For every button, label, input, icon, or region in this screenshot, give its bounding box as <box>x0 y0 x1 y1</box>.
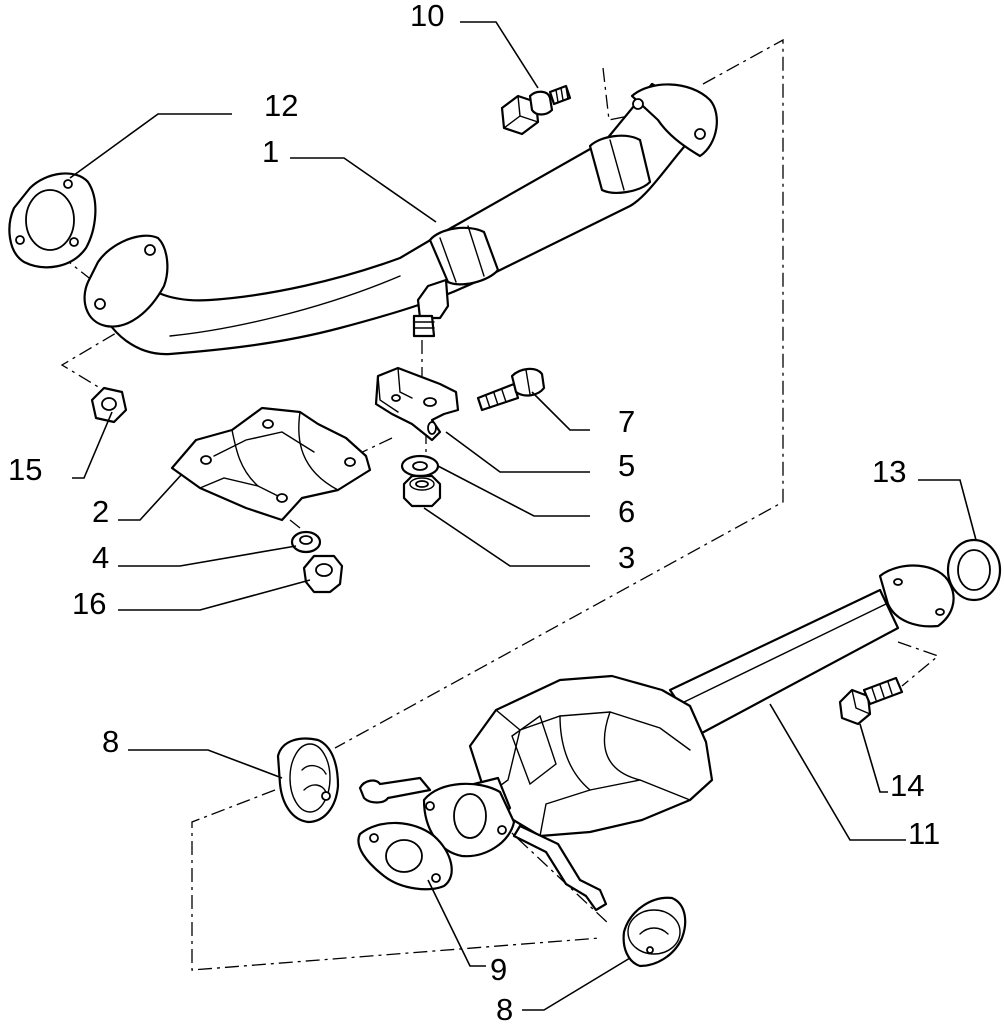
callout-4: 4 <box>92 540 109 575</box>
front-pipe <box>83 82 718 356</box>
callout-14: 14 <box>890 768 924 803</box>
callout-13: 13 <box>872 454 906 489</box>
flat-washer <box>400 454 440 478</box>
callout-8-lower: 8 <box>496 992 513 1024</box>
callout-10: 10 <box>410 0 444 33</box>
callout-11: 11 <box>908 816 940 851</box>
rubber-mount-upper <box>276 737 340 824</box>
flange-bolt <box>500 84 572 136</box>
callout-labels: 10 12 1 15 7 5 2 6 4 3 16 13 8 14 11 9 8 <box>8 0 940 1024</box>
flange-gasket <box>8 172 97 269</box>
callout-6: 6 <box>618 494 635 529</box>
hex-nut-left <box>90 386 128 424</box>
small-washer <box>290 530 322 554</box>
callout-8-upper: 8 <box>102 724 119 759</box>
callout-9: 9 <box>490 952 507 987</box>
rubber-mount-lower <box>622 896 687 968</box>
hanger-bolt <box>476 367 546 412</box>
flange-gasket-lower <box>357 821 453 891</box>
heat-shield-bracket <box>170 406 372 522</box>
callout-1: 1 <box>262 134 279 169</box>
ring-gasket <box>946 538 1002 602</box>
callout-2: 2 <box>92 494 109 529</box>
callout-12: 12 <box>264 88 298 123</box>
flange-nut <box>302 554 344 594</box>
callout-7: 7 <box>618 404 635 439</box>
callout-3: 3 <box>618 540 635 575</box>
callout-16: 16 <box>72 586 106 621</box>
callout-15: 15 <box>8 452 42 487</box>
leader-lines <box>69 21 977 1011</box>
catalytic-converter <box>358 564 955 912</box>
callout-5: 5 <box>618 448 635 483</box>
hanger-bracket <box>374 366 460 442</box>
pipe-bolt <box>838 676 904 726</box>
hex-nut-right <box>402 474 442 508</box>
